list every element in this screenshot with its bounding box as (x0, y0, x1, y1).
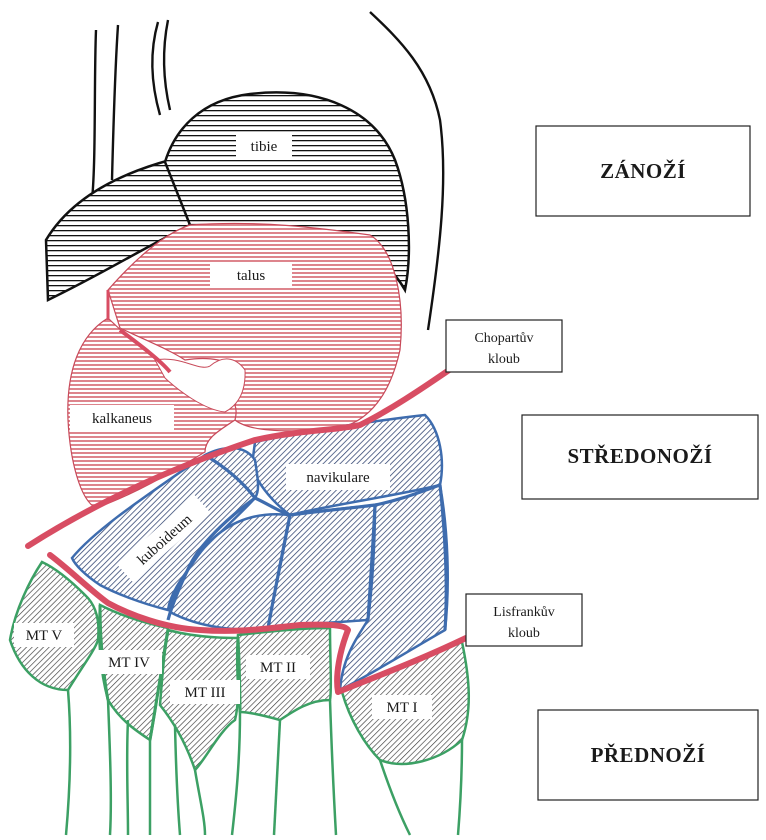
hindfoot-region-box: ZÁNOŽÍ (536, 126, 750, 216)
lisfranc-label-line2: kloub (508, 626, 540, 641)
lisfranc-joint-box: Lisfrankův kloub (466, 594, 582, 646)
forefoot-label: PŘEDNOŽÍ (591, 743, 706, 767)
mt1-label: MT I (387, 700, 418, 716)
calcaneus-label: kalkaneus (92, 411, 152, 427)
mt3-label: MT III (185, 685, 226, 701)
midfoot-region-box: STŘEDONOŽÍ (522, 415, 758, 499)
mt2-label: MT II (260, 660, 296, 676)
lisfranc-label-line1: Lisfrankův (493, 605, 554, 620)
mt4-label: MT IV (108, 655, 150, 671)
hindfoot-label: ZÁNOŽÍ (600, 159, 686, 183)
midfoot-label: STŘEDONOŽÍ (567, 444, 712, 468)
forefoot-region-box: PŘEDNOŽÍ (538, 710, 758, 800)
chopart-label-line1: Chopartův (474, 331, 533, 346)
talus-label: talus (237, 268, 265, 284)
chopart-joint-box: Chopartův kloub (446, 320, 562, 372)
chopart-label-line2: kloub (488, 352, 520, 367)
tibia-label: tibie (251, 139, 278, 155)
navicular-label: navikulare (306, 470, 370, 486)
mt5-label: MT V (26, 628, 63, 644)
